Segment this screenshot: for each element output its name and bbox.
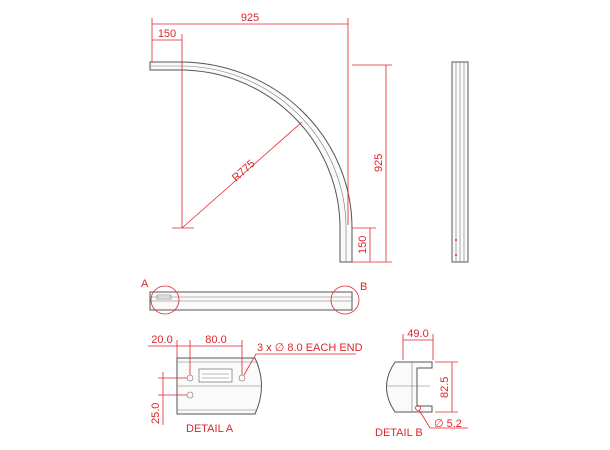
detail-b-label: B [360, 281, 367, 293]
detail-b-title: DETAIL B [375, 427, 423, 439]
hole-note: 3 x ∅ 8.0 EACH END [257, 342, 363, 354]
side-view [451, 61, 469, 263]
dimension-text: 150 [158, 28, 176, 40]
detail-a-label: A [141, 278, 149, 290]
detail-a-callout [150, 285, 180, 315]
bottom-view: A B [141, 278, 367, 315]
detail-b-callout [330, 285, 360, 315]
dimension-overall-width: 925 [151, 12, 349, 225]
dimension-radius: R775 [172, 121, 303, 229]
dimension-straight-side: 150 [352, 227, 376, 262]
part-number-label [198, 368, 233, 383]
detail-b: 49.0 82.5 ∅ 5.2 DETAIL B [375, 328, 468, 439]
detail-a: 20.0 80.0 3 x ∅ 8.0 EACH END 25.0 DETAIL… [148, 334, 363, 435]
curved-profile-front-view [149, 61, 353, 263]
dimension-text: ∅ 5.2 [434, 418, 462, 430]
dimension-overall-height: 925 [352, 64, 392, 263]
dimension-text: 925 [373, 154, 385, 172]
dimension-text: 49.0 [407, 328, 428, 340]
dimension-text: 80.0 [205, 334, 226, 346]
detail-a-title: DETAIL A [186, 423, 234, 435]
dimension-text: 20.0 [151, 334, 172, 346]
dimension-straight-top: 150 [152, 28, 183, 228]
dimension-text: 150 [357, 236, 369, 254]
dimension-text: 925 [241, 12, 259, 24]
dimension-text: R775 [230, 158, 258, 185]
dimension-text: 25.0 [150, 403, 162, 424]
hole [415, 405, 421, 411]
dimension-text: 82.5 [439, 377, 451, 398]
